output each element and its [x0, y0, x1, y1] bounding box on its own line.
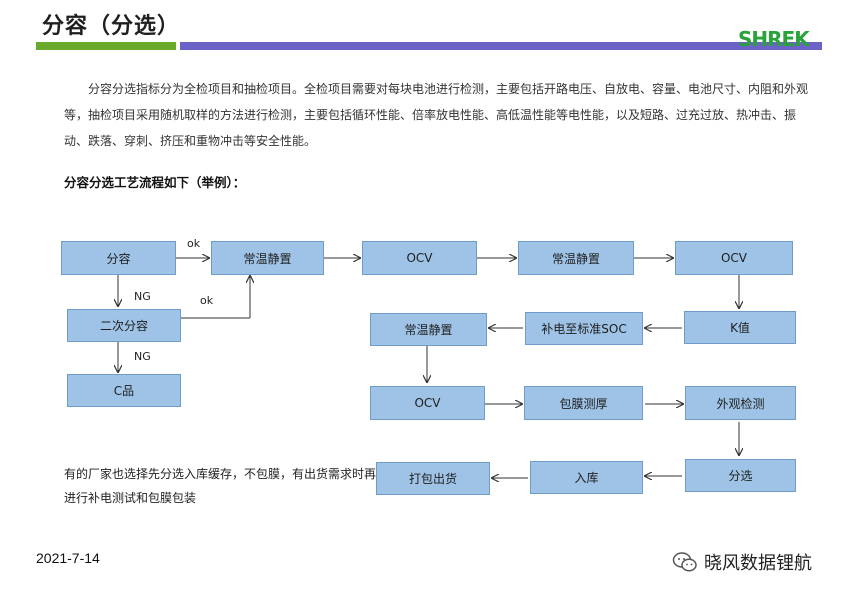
side-note: 有的厂家也选择先分选入库缓存，不包膜，有出货需求时再进行补电测试和包膜包装 — [64, 467, 377, 505]
flow-node-c-grade: C品 — [67, 374, 181, 407]
intro-paragraph: 分容分选指标分为全检项目和抽检项目。全检项目需要对每块电池进行检测，主要包括开路… — [64, 82, 809, 148]
flow-node-k-value: K值 — [684, 311, 796, 344]
flow-node-ocv: OCV — [370, 386, 485, 420]
flow-node-film-thickness: 包膜测厚 — [524, 386, 643, 420]
flow-node-pack-ship: 打包出货 — [376, 462, 490, 495]
flow-node-room-temp-rest: 常温静置 — [370, 313, 487, 346]
flow-node-appearance-check: 外观检测 — [685, 386, 796, 420]
flow-node-room-temp-rest: 常温静置 — [518, 241, 634, 275]
edge-label-ok: ok — [200, 294, 214, 307]
flow-node-recharge-soc: 补电至标准SOC — [525, 312, 643, 345]
watermark: 晓风数据锂航 — [672, 549, 812, 575]
flow-subtitle: 分容分选工艺流程如下（举例）： — [64, 175, 246, 190]
edge-label-ok: ok — [187, 237, 201, 250]
flow-node-sorting: 分选 — [685, 459, 796, 492]
watermark-text: 晓风数据锂航 — [704, 553, 812, 574]
page-title: 分容（分选） — [42, 14, 181, 39]
wechat-icon — [672, 552, 697, 572]
date-label: 2021-7-14 — [36, 550, 100, 566]
flow-node-warehouse: 入库 — [530, 461, 643, 494]
brand-logo: SHREK — [738, 27, 810, 51]
edge-label-ng: NG — [134, 290, 151, 303]
flow-node-capacity-grading: 分容 — [61, 241, 176, 275]
flow-node-second-grading: 二次分容 — [67, 309, 181, 342]
edge-label-ng: NG — [134, 350, 151, 363]
flow-node-ocv: OCV — [362, 241, 477, 275]
flow-node-room-temp-rest: 常温静置 — [211, 241, 324, 275]
title-underline-purple — [180, 42, 822, 50]
title-underline-green — [36, 42, 176, 50]
flow-node-ocv: OCV — [675, 241, 793, 275]
